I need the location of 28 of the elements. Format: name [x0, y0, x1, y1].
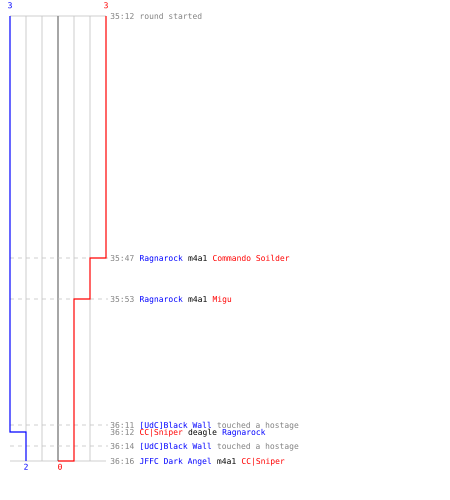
- timestamp: 36:16: [110, 458, 134, 464]
- player-name: Commando Soilder: [213, 254, 290, 262]
- score-number: 3: [8, 2, 12, 8]
- weapon-name: m4a1: [188, 255, 207, 262]
- player-name: Migu: [212, 296, 232, 304]
- player-name: [UdC]Black Wall: [141, 442, 211, 450]
- weapon-name: m4a1: [188, 296, 207, 302]
- player-name: Ragnarock: [222, 428, 266, 437]
- player-name: Ragnarock: [140, 254, 183, 263]
- score-number: 3: [104, 2, 108, 8]
- weapon-name: deagle: [188, 428, 216, 437]
- event-text: touched a hostage: [217, 422, 298, 430]
- player-name: JFFC Dark Angel: [140, 458, 211, 466]
- score-number: 2: [24, 464, 28, 470]
- timestamp: 36:12: [110, 428, 134, 436]
- timestamp: 35:12: [110, 12, 134, 20]
- player-name: CC|Sniper: [140, 428, 183, 437]
- timestamp: 35:53: [110, 296, 134, 302]
- player-name: CC|Sniper: [242, 458, 284, 466]
- score-number: 0: [58, 464, 62, 470]
- player-name: [UdC]Black Wall: [141, 422, 211, 429]
- timestamp: 36:14: [110, 442, 134, 450]
- weapon-name: m4a1: [217, 458, 236, 464]
- player-name: Ragnarock: [140, 296, 183, 304]
- event-text: round started: [140, 12, 202, 20]
- event-text: touched a hostage: [217, 442, 298, 451]
- timestamp: 36:11: [110, 422, 134, 428]
- timestamp: 35:47: [110, 254, 134, 262]
